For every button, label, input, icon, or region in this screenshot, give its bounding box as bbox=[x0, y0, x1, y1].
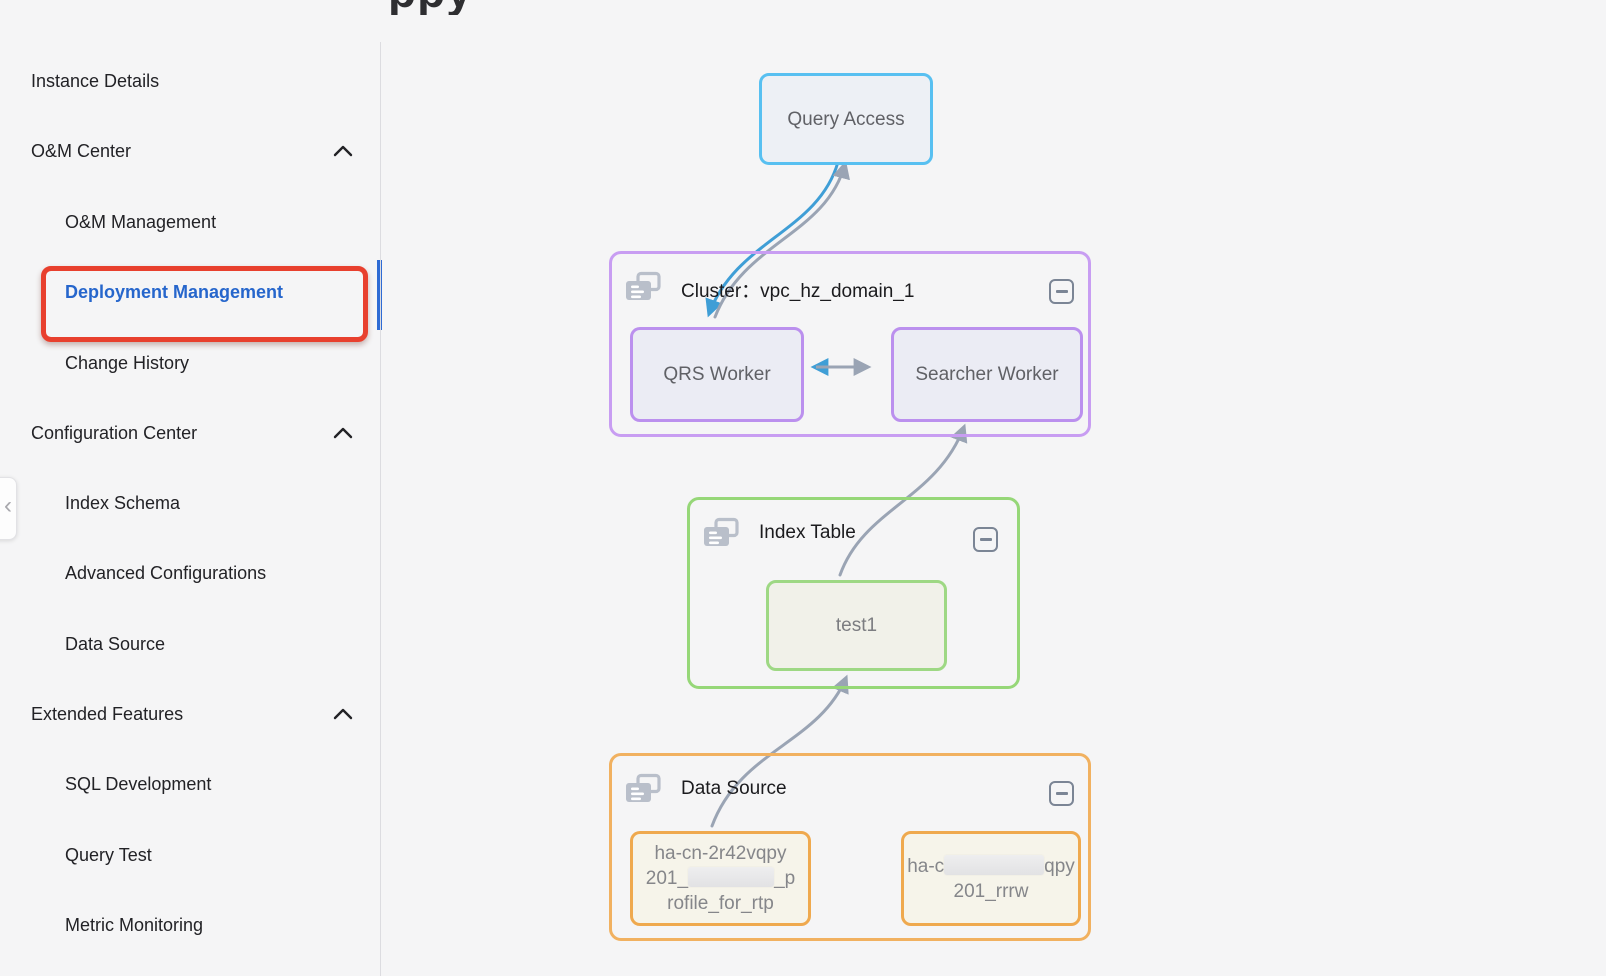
searcher-worker-node[interactable]: Searcher Worker bbox=[891, 327, 1083, 422]
index-table-title: Index Table bbox=[759, 522, 856, 543]
collapse-index-table-button[interactable] bbox=[973, 527, 998, 552]
query-access-label: Query Access bbox=[787, 108, 905, 130]
sidebar-item-deployment-management[interactable]: Deployment Management bbox=[65, 282, 284, 302]
sidebar-group-configuration-center[interactable]: Configuration Center bbox=[31, 423, 198, 443]
test1-label: test1 bbox=[835, 615, 878, 636]
sidebar-item-instance-details[interactable]: Instance Details bbox=[31, 71, 160, 91]
chevron-up-icon[interactable] bbox=[333, 144, 353, 157]
sidebar-item-metric-monitoring[interactable]: Metric Monitoring bbox=[65, 915, 204, 935]
sidebar-item-index-schema[interactable]: Index Schema bbox=[65, 493, 181, 513]
cluster-title: Cluster：vpc_hz_domain_1 bbox=[681, 281, 915, 302]
chevron-left-icon: ‹ bbox=[4, 492, 12, 519]
sidebar-item-change-history[interactable]: Change History bbox=[65, 353, 190, 373]
index-table-test1-node[interactable]: test1 bbox=[766, 580, 947, 671]
collapse-data-source-button[interactable] bbox=[1049, 781, 1074, 806]
minus-icon bbox=[1055, 792, 1068, 795]
chevron-up-icon[interactable] bbox=[333, 426, 353, 439]
collapse-cluster-button[interactable] bbox=[1049, 279, 1074, 304]
index-table-container: Index Table test1 bbox=[687, 497, 1020, 689]
qrs-worker-label: QRS Worker bbox=[663, 364, 771, 385]
minus-icon bbox=[1055, 290, 1068, 293]
redacted-text-patch bbox=[688, 867, 775, 887]
sidebar-group-om-center[interactable]: O&M Center bbox=[31, 141, 132, 161]
sidebar-item-advanced-configurations[interactable]: Advanced Configurations bbox=[65, 563, 267, 583]
minus-icon bbox=[979, 538, 992, 541]
searcher-worker-label: Searcher Worker bbox=[915, 364, 1059, 385]
cluster-container: Cluster：vpc_hz_domain_1 QRS Worker Searc… bbox=[609, 251, 1091, 437]
panel-collapse-button[interactable]: ‹ bbox=[0, 477, 17, 540]
clipped-page-title: ppy bbox=[388, 0, 518, 15]
sidebar-group-extended-features[interactable]: Extended Features bbox=[31, 704, 184, 724]
stacked-cards-icon bbox=[704, 517, 739, 546]
sidebar-item-sql-development[interactable]: SQL Development bbox=[65, 774, 212, 794]
data-source-node-1-label: ha-cn-2r42vqpy 201__p rofile_for_rtp bbox=[645, 843, 796, 914]
qrs-worker-node[interactable]: QRS Worker bbox=[630, 327, 804, 422]
active-item-indicator bbox=[377, 260, 382, 330]
query-access-node[interactable]: Query Access bbox=[759, 73, 933, 165]
sidebar-divider bbox=[380, 42, 381, 976]
data-source-title: Data Source bbox=[681, 778, 787, 799]
sidebar-item-query-test[interactable]: Query Test bbox=[65, 845, 152, 865]
red-annotation-box bbox=[41, 266, 368, 342]
data-source-node-1[interactable]: ha-cn-2r42vqpy 201__p rofile_for_rtp bbox=[630, 831, 811, 926]
sidebar-item-om-management[interactable]: O&M Management bbox=[65, 212, 217, 232]
chevron-up-icon[interactable] bbox=[333, 707, 353, 720]
stacked-cards-icon bbox=[626, 773, 661, 802]
sidebar-item-data-source[interactable]: Data Source bbox=[65, 634, 166, 654]
data-source-container: Data Source ha-cn-2r42vqpy 201__p rofile… bbox=[609, 753, 1091, 941]
redacted-text-patch bbox=[944, 854, 1045, 875]
stacked-cards-icon bbox=[626, 271, 661, 300]
